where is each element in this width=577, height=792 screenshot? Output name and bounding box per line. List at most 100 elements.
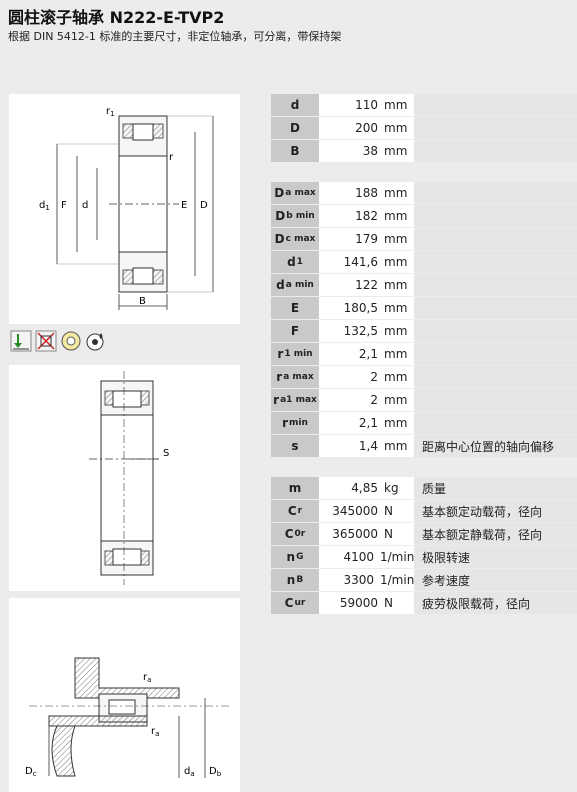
axial-offset-drawing: S — [9, 365, 240, 591]
param-description — [414, 228, 577, 251]
param-description: 基本额定静载荷，径向 — [414, 523, 577, 546]
param-description — [414, 117, 577, 140]
param-symbol: d — [271, 94, 319, 117]
lubrication-icon — [85, 330, 107, 352]
param-description — [414, 182, 577, 205]
param-symbol: F — [271, 320, 319, 343]
param-description — [414, 205, 577, 228]
param-symbol: m — [271, 477, 319, 500]
label-Db: Db — [209, 766, 222, 778]
param-description: 质量 — [414, 477, 577, 500]
feature-icons — [10, 330, 107, 352]
label-r1: r1 — [106, 106, 115, 118]
param-description: 基本额定动载荷，径向 — [414, 500, 577, 523]
param-description — [414, 366, 577, 389]
no-axial-displacement-icon — [35, 330, 57, 352]
param-symbol: D — [271, 117, 319, 140]
label-E: E — [181, 200, 187, 211]
param-description: 距离中心位置的轴向偏移 — [414, 435, 577, 458]
param-description — [414, 274, 577, 297]
param-description — [414, 389, 577, 412]
label-F: F — [61, 200, 67, 211]
label-D: D — [200, 200, 208, 211]
param-description — [414, 412, 577, 435]
param-description — [414, 320, 577, 343]
param-description — [414, 251, 577, 274]
param-symbol: B — [271, 140, 319, 163]
param-description — [414, 94, 577, 117]
label-B: B — [139, 296, 146, 307]
page-subtitle: 根据 DIN 5412-1 标准的主要尺寸，非定位轴承，可分离，带保持架 — [8, 30, 342, 43]
label-r: r — [169, 152, 174, 163]
separable-icon — [60, 330, 82, 352]
label-ra-top: ra — [143, 672, 151, 684]
param-description: 疲劳极限载荷，径向 — [414, 592, 577, 615]
param-symbol: E — [271, 297, 319, 320]
axial-load-icon — [10, 330, 32, 352]
param-description: 极限转速 — [414, 546, 577, 569]
page-title: 圆柱滚子轴承 N222-E-TVP2 — [8, 8, 225, 27]
label-ra-bottom: ra — [151, 726, 159, 738]
label-d1: d1 — [39, 200, 50, 212]
label-Dc: Dc — [25, 766, 37, 778]
param-description — [414, 140, 577, 163]
param-description: 参考速度 — [414, 569, 577, 592]
bearing-cross-section-drawing: d1 F d E D B r1 r — [9, 94, 240, 324]
